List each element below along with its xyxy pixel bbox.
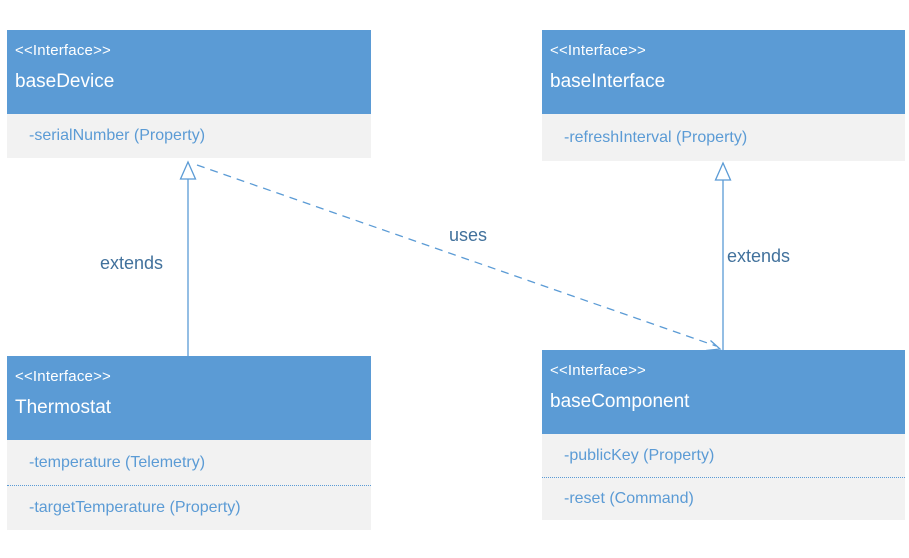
node-name: baseDevice — [15, 71, 115, 92]
member-divider — [7, 485, 371, 486]
node-name: baseComponent — [550, 391, 690, 412]
node-body: -temperature (Telemetry) -targetTemperat… — [7, 440, 371, 530]
node-thermostat: <<Interface>> Thermostat -temperature (T… — [7, 356, 371, 530]
node-base-device: <<Interface>> baseDevice -serialNumber (… — [7, 30, 371, 158]
node-base-interface: <<Interface>> baseInterface -refreshInte… — [542, 30, 905, 161]
open-arrowhead — [705, 340, 722, 352]
node-header: <<Interface>> baseComponent — [542, 350, 905, 434]
uses-dashed-line — [196, 164, 717, 347]
node-header: <<Interface>> Thermostat — [7, 356, 371, 440]
edge-label-extends-right: extends — [727, 246, 791, 266]
edge-label-uses: uses — [449, 225, 488, 245]
node-body: -refreshInterval (Property) — [542, 114, 905, 161]
node-stereotype: <<Interface>> — [550, 42, 647, 59]
node-header: <<Interface>> baseDevice — [7, 30, 371, 114]
member-row: -serialNumber (Property) — [29, 127, 206, 144]
node-body: -serialNumber (Property) — [7, 114, 371, 158]
member-row: -targetTemperature (Property) — [29, 499, 241, 516]
hollow-triangle-arrowhead-right — [714, 161, 732, 181]
node-stereotype: <<Interface>> — [15, 42, 112, 59]
member-row: -reset (Command) — [564, 490, 694, 507]
member-divider — [542, 477, 905, 478]
member-row: -refreshInterval (Property) — [564, 128, 748, 146]
member-row: -temperature (Telemetry) — [29, 453, 206, 471]
node-base-component: <<Interface>> baseComponent -publicKey (… — [542, 350, 905, 520]
node-stereotype: <<Interface>> — [15, 368, 112, 385]
node-body: -publicKey (Property) -reset (Command) — [542, 434, 905, 520]
edge-uses-basedevice-basecomponent — [196, 164, 722, 352]
node-name: Thermostat — [15, 397, 112, 418]
edge-extends-thermostat-basedevice — [179, 160, 197, 356]
member-row: -publicKey (Property) — [564, 446, 715, 464]
node-header: <<Interface>> baseInterface — [542, 30, 905, 114]
hollow-triangle-arrowhead-left — [179, 160, 197, 180]
node-stereotype: <<Interface>> — [550, 362, 647, 379]
edge-label-extends-left: extends — [100, 253, 164, 273]
node-name: baseInterface — [550, 71, 666, 92]
